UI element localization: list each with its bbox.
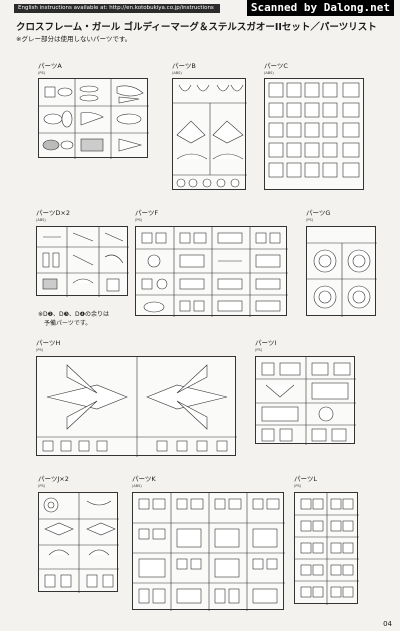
- part-K-runner: [132, 492, 285, 611]
- part-A-material: (PS): [38, 71, 46, 75]
- page-number: 04: [383, 620, 392, 628]
- part-G-material: (PS): [306, 218, 314, 222]
- part-A-runner: [38, 78, 149, 159]
- spare-note-line2: 予備パーツです。: [44, 320, 92, 327]
- page-title: クロスフレーム・ガール ゴルディーマーグ＆ステルスガオーIIセット／パーツリスト: [16, 22, 377, 33]
- part-L-runner: [294, 492, 359, 605]
- part-G-runner: [306, 226, 377, 317]
- page-subtitle: ※グレー部分は使用しないパーツです。: [16, 35, 132, 43]
- part-D-material: (ABS): [36, 218, 46, 222]
- part-B-pieces: [173, 84, 247, 188]
- part-L-label: パーツL: [294, 475, 317, 483]
- part-B-runner: [172, 78, 247, 190]
- part-I-label: パーツI: [255, 339, 277, 347]
- part-K-label: パーツK: [132, 475, 156, 483]
- scan-credit: Scanned by Dalong.net: [246, 0, 394, 16]
- part-C-label: パーツC: [264, 62, 288, 70]
- part-J-pieces: [39, 493, 119, 593]
- part-H-label: パーツH: [36, 339, 61, 347]
- part-C-runner: [264, 78, 364, 190]
- part-K-material: (ABS): [132, 484, 142, 488]
- part-L-material: (PS): [294, 484, 302, 488]
- part-F-pieces: [136, 227, 288, 317]
- part-I-runner: [255, 356, 356, 445]
- part-H-pieces: [37, 357, 237, 457]
- part-A-label: パーツA: [38, 62, 62, 70]
- part-J-label: パーツJ×2: [38, 475, 69, 483]
- part-I-pieces: [256, 357, 356, 445]
- part-C-material: (ABS): [264, 71, 274, 75]
- part-J-runner: [38, 492, 119, 593]
- part-G-pieces: [307, 242, 377, 317]
- part-L-pieces: [295, 493, 359, 605]
- part-K-pieces: [133, 493, 285, 611]
- part-A-pieces: [39, 79, 149, 159]
- part-H-material: (PS): [36, 348, 44, 352]
- part-D-pieces: [37, 227, 129, 297]
- part-F-runner: [135, 226, 288, 317]
- part-B-label: パーツB: [172, 62, 196, 70]
- part-H-runner: [36, 356, 237, 457]
- part-F-material: (PS): [135, 218, 143, 222]
- part-F-label: パーツF: [135, 209, 159, 217]
- spare-note-line1: ※D❷、D❸、D❹の余りは: [38, 311, 110, 318]
- part-I-material: (PS): [255, 348, 263, 352]
- part-D-label: パーツD×2: [36, 209, 70, 217]
- part-G-label: パーツG: [306, 209, 331, 217]
- part-J-material: (PS): [38, 484, 46, 488]
- part-C-pieces: [268, 82, 360, 178]
- instructions-url-banner: English instructions available at: http:…: [14, 4, 220, 13]
- part-B-material: (ABS): [172, 71, 182, 75]
- part-D-runner: [36, 226, 129, 297]
